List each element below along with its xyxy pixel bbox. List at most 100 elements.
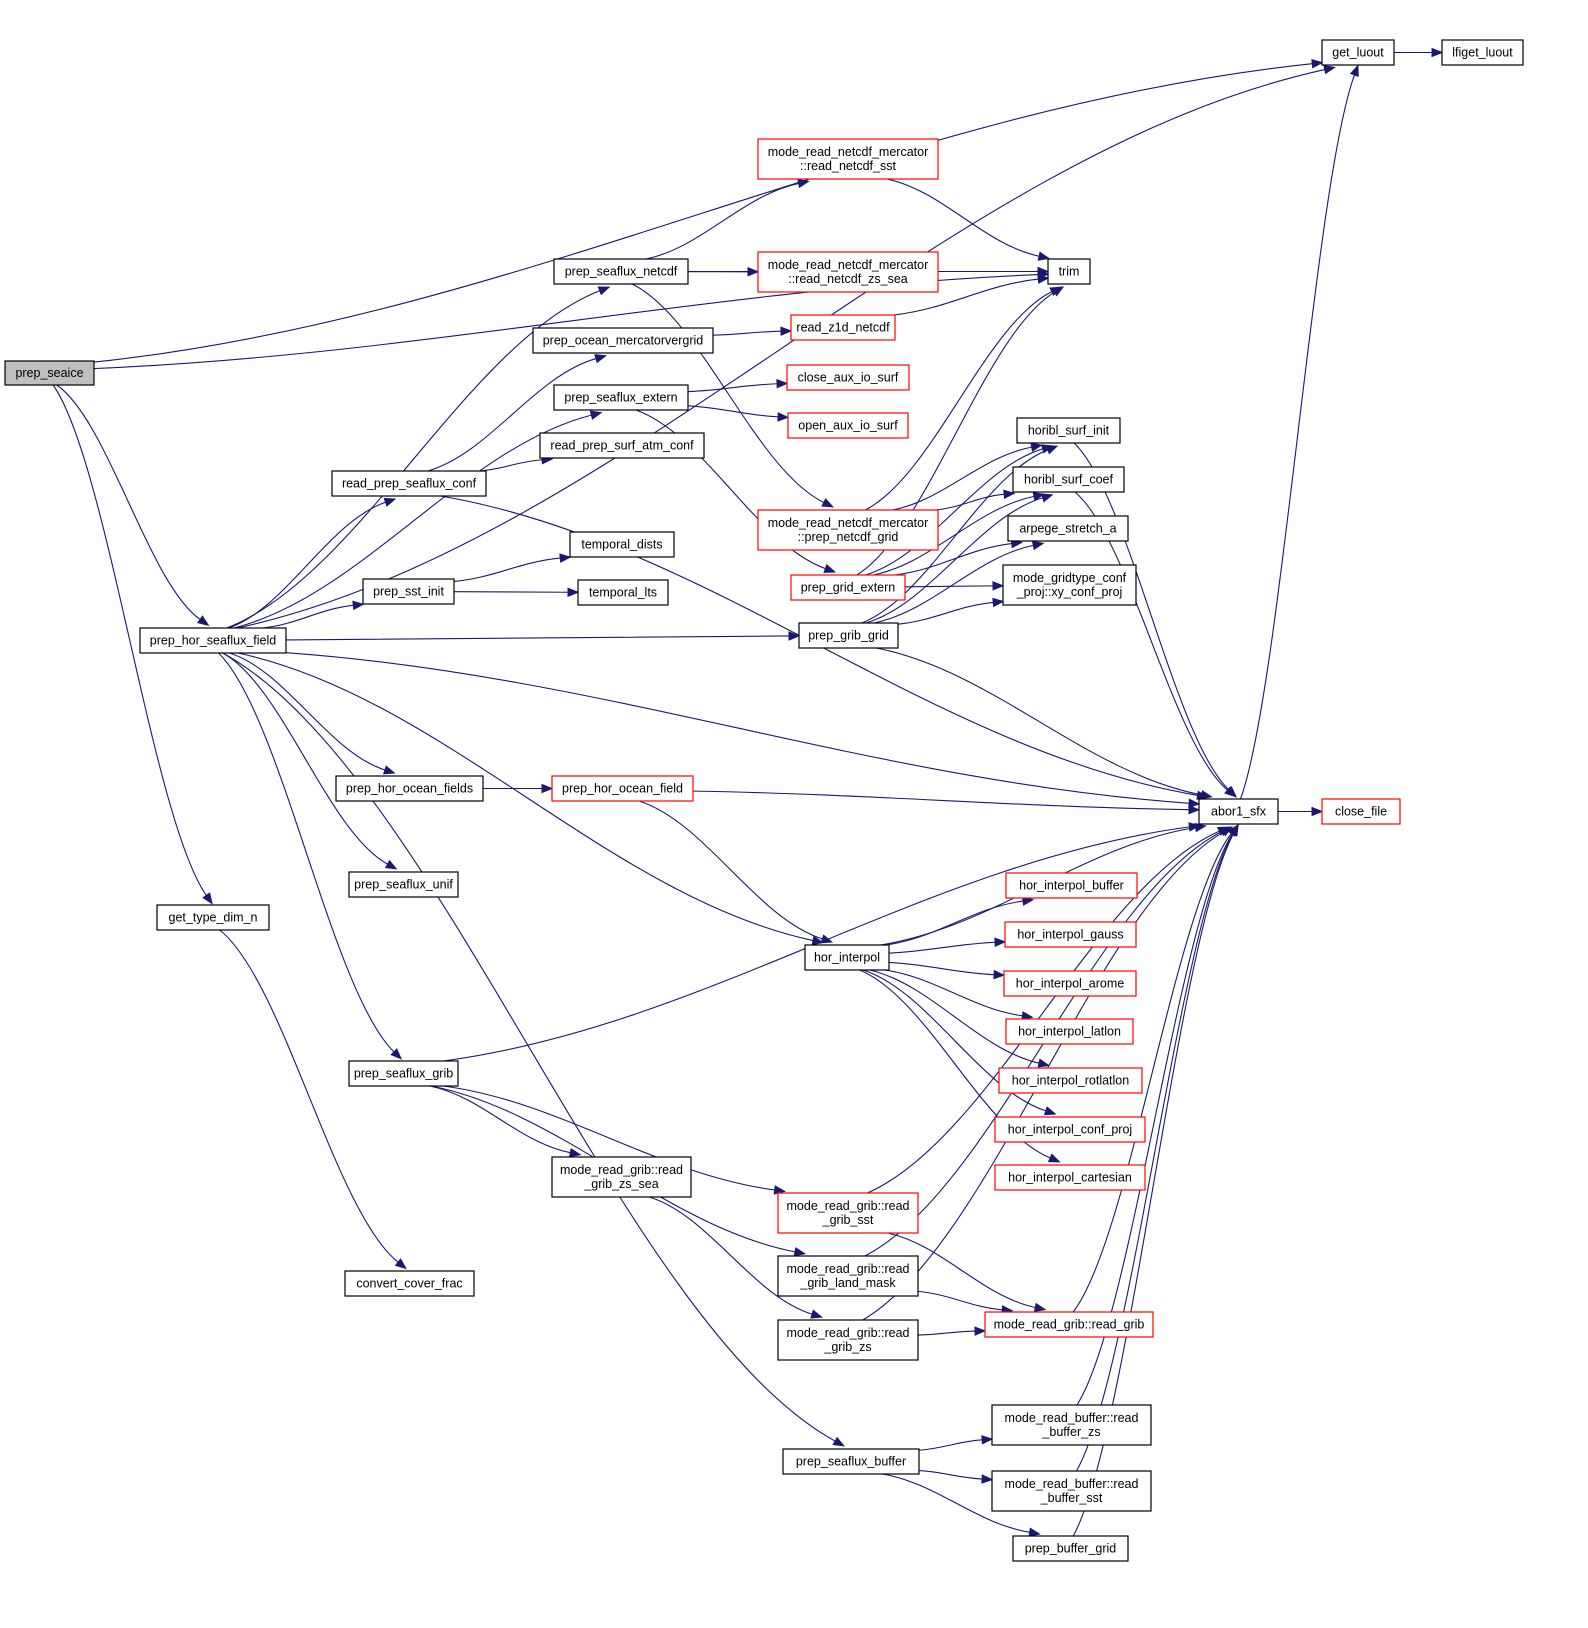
node-close-aux-io-surf[interactable]: close_aux_io_surf (786, 364, 910, 391)
node-box[interactable] (1007, 515, 1129, 542)
node-box[interactable] (984, 1311, 1154, 1338)
node-prep-grid-extern[interactable]: prep_grid_extern (790, 574, 906, 601)
node-hor-interpol[interactable]: hor_interpol (804, 944, 890, 971)
node-box[interactable] (4, 360, 95, 386)
node-trim[interactable]: trim (1047, 258, 1091, 285)
node-box[interactable] (539, 432, 705, 459)
node-read-grib-zs-sea[interactable]: mode_read_grib::read_grib_zs_sea (551, 1156, 692, 1198)
node-arpege-stretch-a[interactable]: arpege_stretch_a (1007, 515, 1129, 542)
node-box[interactable] (1002, 564, 1137, 606)
node-horibl-surf-coef[interactable]: horibl_surf_coef (1012, 466, 1125, 493)
node-box[interactable] (331, 470, 487, 497)
node-prep-sst-init[interactable]: prep_sst_init (362, 578, 455, 605)
node-read-netcdf-sst[interactable]: mode_read_netcdf_mercator::read_netcdf_s… (757, 138, 939, 180)
node-prep-seaflux-buffer[interactable]: prep_seaflux_buffer (782, 1448, 920, 1475)
node-read-grib[interactable]: mode_read_grib::read_grib (984, 1311, 1154, 1338)
node-open-aux-io-surf[interactable]: open_aux_io_surf (787, 412, 909, 439)
node-read-prep-surf-atm-conf[interactable]: read_prep_surf_atm_conf (539, 432, 705, 459)
node-read-z1d-netcdf[interactable]: read_z1d_netcdf (790, 314, 896, 341)
node-read-prep-seaflux-conf[interactable]: read_prep_seaflux_conf (331, 470, 487, 497)
node-abor1-sfx[interactable]: abor1_sfx (1198, 798, 1279, 825)
node-box[interactable] (553, 384, 689, 411)
node-read-grib-zs[interactable]: mode_read_grib::read_grib_zs (777, 1319, 919, 1361)
node-box[interactable] (991, 1470, 1152, 1512)
node-prep-hor-ocean-fields[interactable]: prep_hor_ocean_fields (335, 775, 484, 802)
node-box[interactable] (1321, 39, 1395, 66)
node-hor-interpol-rotlatlon[interactable]: hor_interpol_rotlatlon (998, 1067, 1143, 1094)
node-box[interactable] (994, 1116, 1146, 1143)
node-box[interactable] (1004, 921, 1137, 948)
node-prep-seaflux-netcdf[interactable]: prep_seaflux_netcdf (553, 258, 689, 285)
node-box[interactable] (1005, 872, 1138, 899)
node-box[interactable] (362, 578, 455, 605)
node-box[interactable] (786, 364, 910, 391)
node-box[interactable] (553, 258, 689, 285)
node-box[interactable] (335, 775, 484, 802)
node-box[interactable] (777, 1192, 919, 1234)
node-hor-interpol-arome[interactable]: hor_interpol_arome (1003, 970, 1137, 997)
node-box[interactable] (757, 251, 939, 293)
node-box[interactable] (790, 314, 896, 341)
node-box[interactable] (787, 412, 909, 439)
node-box[interactable] (1012, 1535, 1129, 1562)
node-prep-seaice[interactable]: prep_seaice (4, 360, 95, 386)
node-prep-hor-seaflux-field[interactable]: prep_hor_seaflux_field (139, 627, 287, 654)
node-prep-buffer-grid[interactable]: prep_buffer_grid (1012, 1535, 1129, 1562)
node-temporal-dists[interactable]: temporal_dists (569, 531, 675, 558)
node-box[interactable] (344, 1270, 475, 1297)
node-box[interactable] (1005, 1018, 1134, 1045)
node-box[interactable] (782, 1448, 920, 1475)
node-prep-seaflux-extern[interactable]: prep_seaflux_extern (553, 384, 689, 411)
node-read-grib-sst[interactable]: mode_read_grib::read_grib_sst (777, 1192, 919, 1234)
node-read-buffer-sst[interactable]: mode_read_buffer::read_buffer_sst (991, 1470, 1152, 1512)
node-lfiget-luout[interactable]: lfiget_luout (1441, 39, 1524, 66)
node-prep-netcdf-grid[interactable]: mode_read_netcdf_mercator::prep_netcdf_g… (757, 509, 939, 551)
node-box[interactable] (994, 1164, 1146, 1191)
node-box[interactable] (1441, 39, 1524, 66)
node-box[interactable] (1012, 466, 1125, 493)
node-box[interactable] (348, 871, 459, 898)
node-get-type-dim-n[interactable]: get_type_dim_n (156, 904, 270, 931)
node-xy-conf-proj[interactable]: mode_gridtype_conf_proj::xy_conf_proj (1002, 564, 1137, 606)
node-box[interactable] (1003, 970, 1137, 997)
node-read-netcdf-zs-sea[interactable]: mode_read_netcdf_mercator::read_netcdf_z… (757, 251, 939, 293)
node-box[interactable] (532, 327, 714, 354)
node-box[interactable] (1047, 258, 1091, 285)
node-box[interactable] (1321, 798, 1401, 825)
node-box[interactable] (777, 1319, 919, 1361)
node-prep-hor-ocean-field[interactable]: prep_hor_ocean_field (551, 775, 694, 802)
node-box[interactable] (577, 579, 669, 606)
node-box[interactable] (804, 944, 890, 971)
node-box[interactable] (757, 138, 939, 180)
node-prep-seaflux-unif[interactable]: prep_seaflux_unif (348, 871, 459, 898)
node-hor-interpol-buffer[interactable]: hor_interpol_buffer (1005, 872, 1138, 899)
node-box[interactable] (1198, 798, 1279, 825)
node-hor-interpol-cartesian[interactable]: hor_interpol_cartesian (994, 1164, 1146, 1191)
node-box[interactable] (139, 627, 287, 654)
node-prep-ocean-mercatorvergrid[interactable]: prep_ocean_mercatorvergrid (532, 327, 714, 354)
node-get-luout[interactable]: get_luout (1321, 39, 1395, 66)
node-prep-grib-grid[interactable]: prep_grib_grid (798, 622, 899, 649)
node-box[interactable] (991, 1404, 1152, 1446)
node-box[interactable] (156, 904, 270, 931)
node-convert-cover-frac[interactable]: convert_cover_frac (344, 1270, 475, 1297)
node-box[interactable] (551, 775, 694, 802)
node-box[interactable] (551, 1156, 692, 1198)
node-hor-interpol-conf-proj[interactable]: hor_interpol_conf_proj (994, 1116, 1146, 1143)
node-box[interactable] (348, 1060, 459, 1087)
node-box[interactable] (798, 622, 899, 649)
node-hor-interpol-gauss[interactable]: hor_interpol_gauss (1004, 921, 1137, 948)
node-read-grib-land-mask[interactable]: mode_read_grib::read_grib_land_mask (777, 1255, 919, 1297)
node-prep-seaflux-grib[interactable]: prep_seaflux_grib (348, 1060, 459, 1087)
node-box[interactable] (1016, 417, 1121, 444)
node-box[interactable] (569, 531, 675, 558)
node-temporal-lts[interactable]: temporal_lts (577, 579, 669, 606)
node-horibl-surf-init[interactable]: horibl_surf_init (1016, 417, 1121, 444)
node-close-file[interactable]: close_file (1321, 798, 1401, 825)
node-box[interactable] (777, 1255, 919, 1297)
node-box[interactable] (790, 574, 906, 601)
node-box[interactable] (998, 1067, 1143, 1094)
node-hor-interpol-latlon[interactable]: hor_interpol_latlon (1005, 1018, 1134, 1045)
node-read-buffer-zs[interactable]: mode_read_buffer::read_buffer_zs (991, 1404, 1152, 1446)
node-box[interactable] (757, 509, 939, 551)
